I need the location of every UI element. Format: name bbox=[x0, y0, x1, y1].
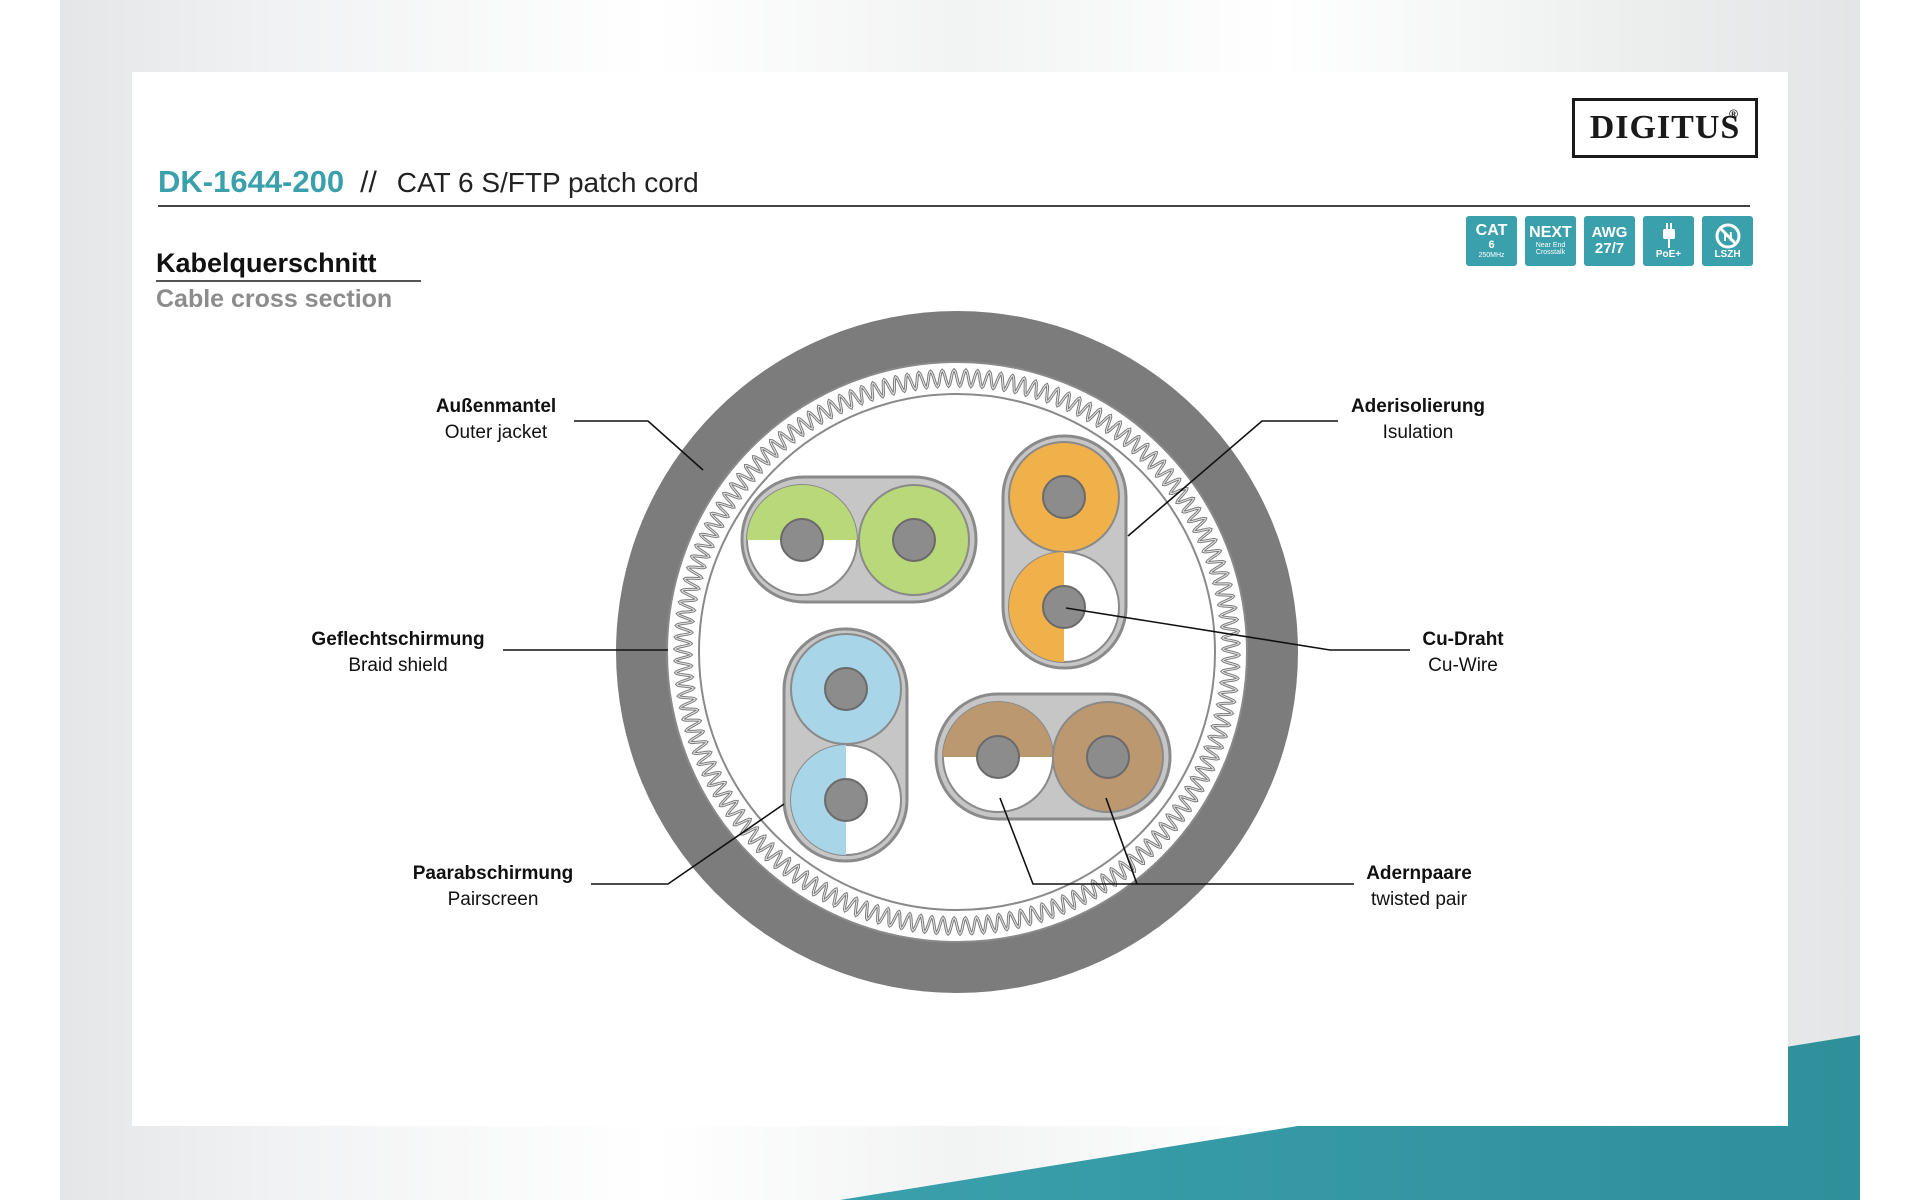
label-twisted-pair: Adernpaare twisted pair bbox=[1329, 861, 1509, 913]
label-outer-jacket: Außenmantel Outer jacket bbox=[396, 394, 596, 446]
label-insulation-en: Isulation bbox=[1382, 422, 1454, 443]
lszh-halogen-free-icon: H LSZH bbox=[1702, 216, 1753, 266]
product-description: CAT 6 S/FTP patch cord bbox=[396, 167, 699, 198]
label-outer-jacket-en: Outer jacket bbox=[444, 422, 548, 443]
label-insulation: Aderisolierung Isulation bbox=[1318, 394, 1518, 446]
label-braid-shield-de: Geflechtschirmung bbox=[311, 629, 485, 650]
label-pair-screen-de: Paarabschirmung bbox=[412, 863, 574, 884]
badge-cat-number: 6 bbox=[1488, 238, 1495, 251]
label-insulation-de: Aderisolierung bbox=[1350, 396, 1486, 417]
plug-glyph-icon bbox=[1662, 222, 1675, 248]
badge-lszh-label: LSZH bbox=[1714, 248, 1741, 260]
badge-poe-label: PoE+ bbox=[1655, 248, 1682, 260]
label-pair-screen: Paarabschirmung Pairscreen bbox=[383, 861, 603, 913]
badge-cat-frequency: 250MHz bbox=[1478, 251, 1505, 259]
halogen-free-glyph-icon: H bbox=[1715, 223, 1740, 249]
awg-badge-icon: AWG 27/7 bbox=[1584, 216, 1635, 266]
model-number: DK-1644-200 bbox=[158, 164, 345, 199]
label-cu-wire-de: Cu-Draht bbox=[1422, 629, 1504, 650]
registered-mark: ® bbox=[1729, 107, 1739, 121]
section-underline bbox=[156, 280, 421, 282]
title-separator: // bbox=[360, 166, 377, 199]
label-pair-screen-en: Pairscreen bbox=[447, 889, 539, 910]
poe-plug-icon: PoE+ bbox=[1643, 216, 1694, 266]
cat6-badge-icon: CAT 6 250MHz bbox=[1466, 216, 1517, 266]
label-twisted-pair-de: Adernpaare bbox=[1366, 863, 1472, 884]
label-cu-wire: Cu-Draht Cu-Wire bbox=[1383, 627, 1543, 679]
label-braid-shield: Geflechtschirmung Braid shield bbox=[278, 627, 518, 679]
badge-next-label: NEXT bbox=[1529, 224, 1572, 242]
badge-cat-label: CAT bbox=[1475, 222, 1508, 240]
label-cu-wire-en: Cu-Wire bbox=[1428, 655, 1498, 676]
badge-next-sub: Near End Crosstalk bbox=[1535, 242, 1566, 257]
badge-awg-label: AWG bbox=[1591, 224, 1628, 242]
digitus-logo: DIGITUS ® bbox=[1572, 98, 1758, 158]
label-braid-shield-en: Braid shield bbox=[348, 655, 448, 676]
label-outer-jacket-de: Außenmantel bbox=[435, 396, 557, 417]
section-title-de: Kabelquerschnitt bbox=[156, 248, 377, 278]
feature-badges: CAT 6 250MHz NEXT Near End Crosstalk AWG… bbox=[1466, 216, 1753, 266]
next-badge-icon: NEXT Near End Crosstalk bbox=[1525, 216, 1576, 266]
logo-text: DIGITUS bbox=[1589, 109, 1741, 146]
section-title-en: Cable cross section bbox=[156, 285, 393, 313]
badge-awg-value: 27/7 bbox=[1594, 240, 1625, 257]
product-title: DK-1644-200 // CAT 6 S/FTP patch cord bbox=[158, 164, 699, 204]
title-rule bbox=[158, 205, 1750, 207]
label-twisted-pair-en: twisted pair bbox=[1370, 889, 1468, 910]
